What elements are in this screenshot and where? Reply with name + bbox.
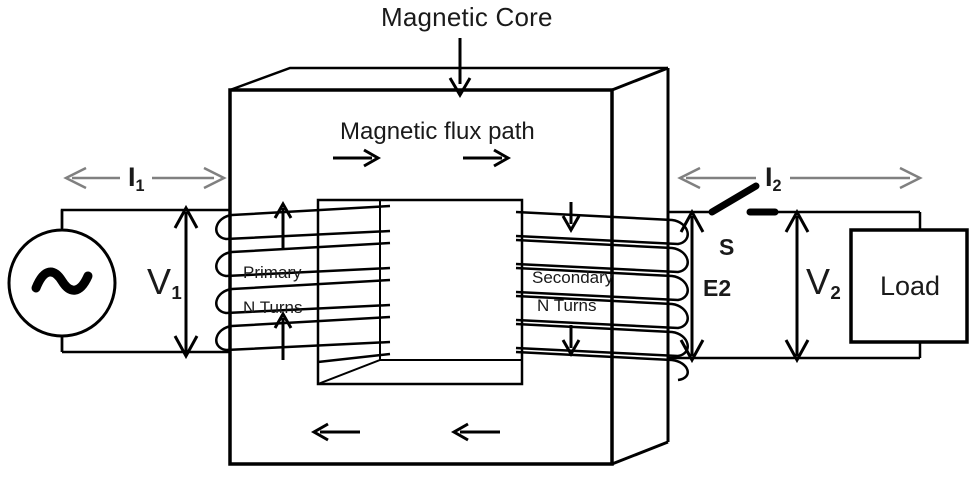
- load-box: [849, 228, 969, 344]
- v2-measure-arrow: [784, 208, 810, 364]
- secondary-winding-coil: [515, 210, 689, 382]
- core-window: [316, 198, 524, 386]
- secondary-circuit-wires: [668, 210, 922, 360]
- flux-arrow-top-left: [333, 148, 382, 168]
- i1-subscript: 1: [135, 176, 145, 195]
- v1-symbol: V: [147, 261, 172, 302]
- e2-label: E2: [703, 275, 732, 301]
- switch-s[interactable]: [708, 182, 779, 216]
- v2-label: V2: [806, 261, 841, 304]
- flux-arrow-top-right: [463, 148, 512, 168]
- i1-current-arrow: [63, 166, 227, 190]
- v2-symbol: V: [806, 261, 831, 302]
- switch-label: S: [719, 234, 735, 260]
- i1-label: I1: [128, 162, 145, 194]
- v1-label: V1: [147, 261, 182, 304]
- i2-current-arrow: [677, 166, 923, 190]
- magnetic-core-pointer-arrow: [448, 38, 472, 98]
- primary-winding-coil: [215, 204, 391, 364]
- ac-source-symbol: [7, 228, 117, 338]
- primary-turns-label: N Turns: [243, 298, 303, 317]
- flux-arrow-bottom-right: [450, 422, 500, 442]
- v1-subscript: 1: [171, 282, 182, 304]
- magnetic-flux-path-label: Magnetic flux path: [340, 118, 535, 145]
- i2-label: I2: [765, 162, 782, 194]
- secondary-turns-label: N Turns: [537, 296, 597, 315]
- secondary-winding-label: Secondary: [532, 268, 614, 287]
- magnetic-core-title: Magnetic Core: [381, 2, 553, 32]
- secondary-flux-arrow-upper: [561, 202, 581, 234]
- e2-measure-arrow: [679, 208, 705, 364]
- i2-subscript: 2: [772, 176, 782, 195]
- i2-symbol: I: [765, 162, 773, 192]
- load-label: Load: [880, 271, 941, 301]
- v1-measure-arrow: [173, 204, 199, 360]
- v2-subscript: 2: [830, 282, 841, 304]
- flux-arrow-bottom-left: [310, 422, 360, 442]
- i1-symbol: I: [128, 162, 136, 192]
- primary-winding-label: Primary: [243, 263, 302, 282]
